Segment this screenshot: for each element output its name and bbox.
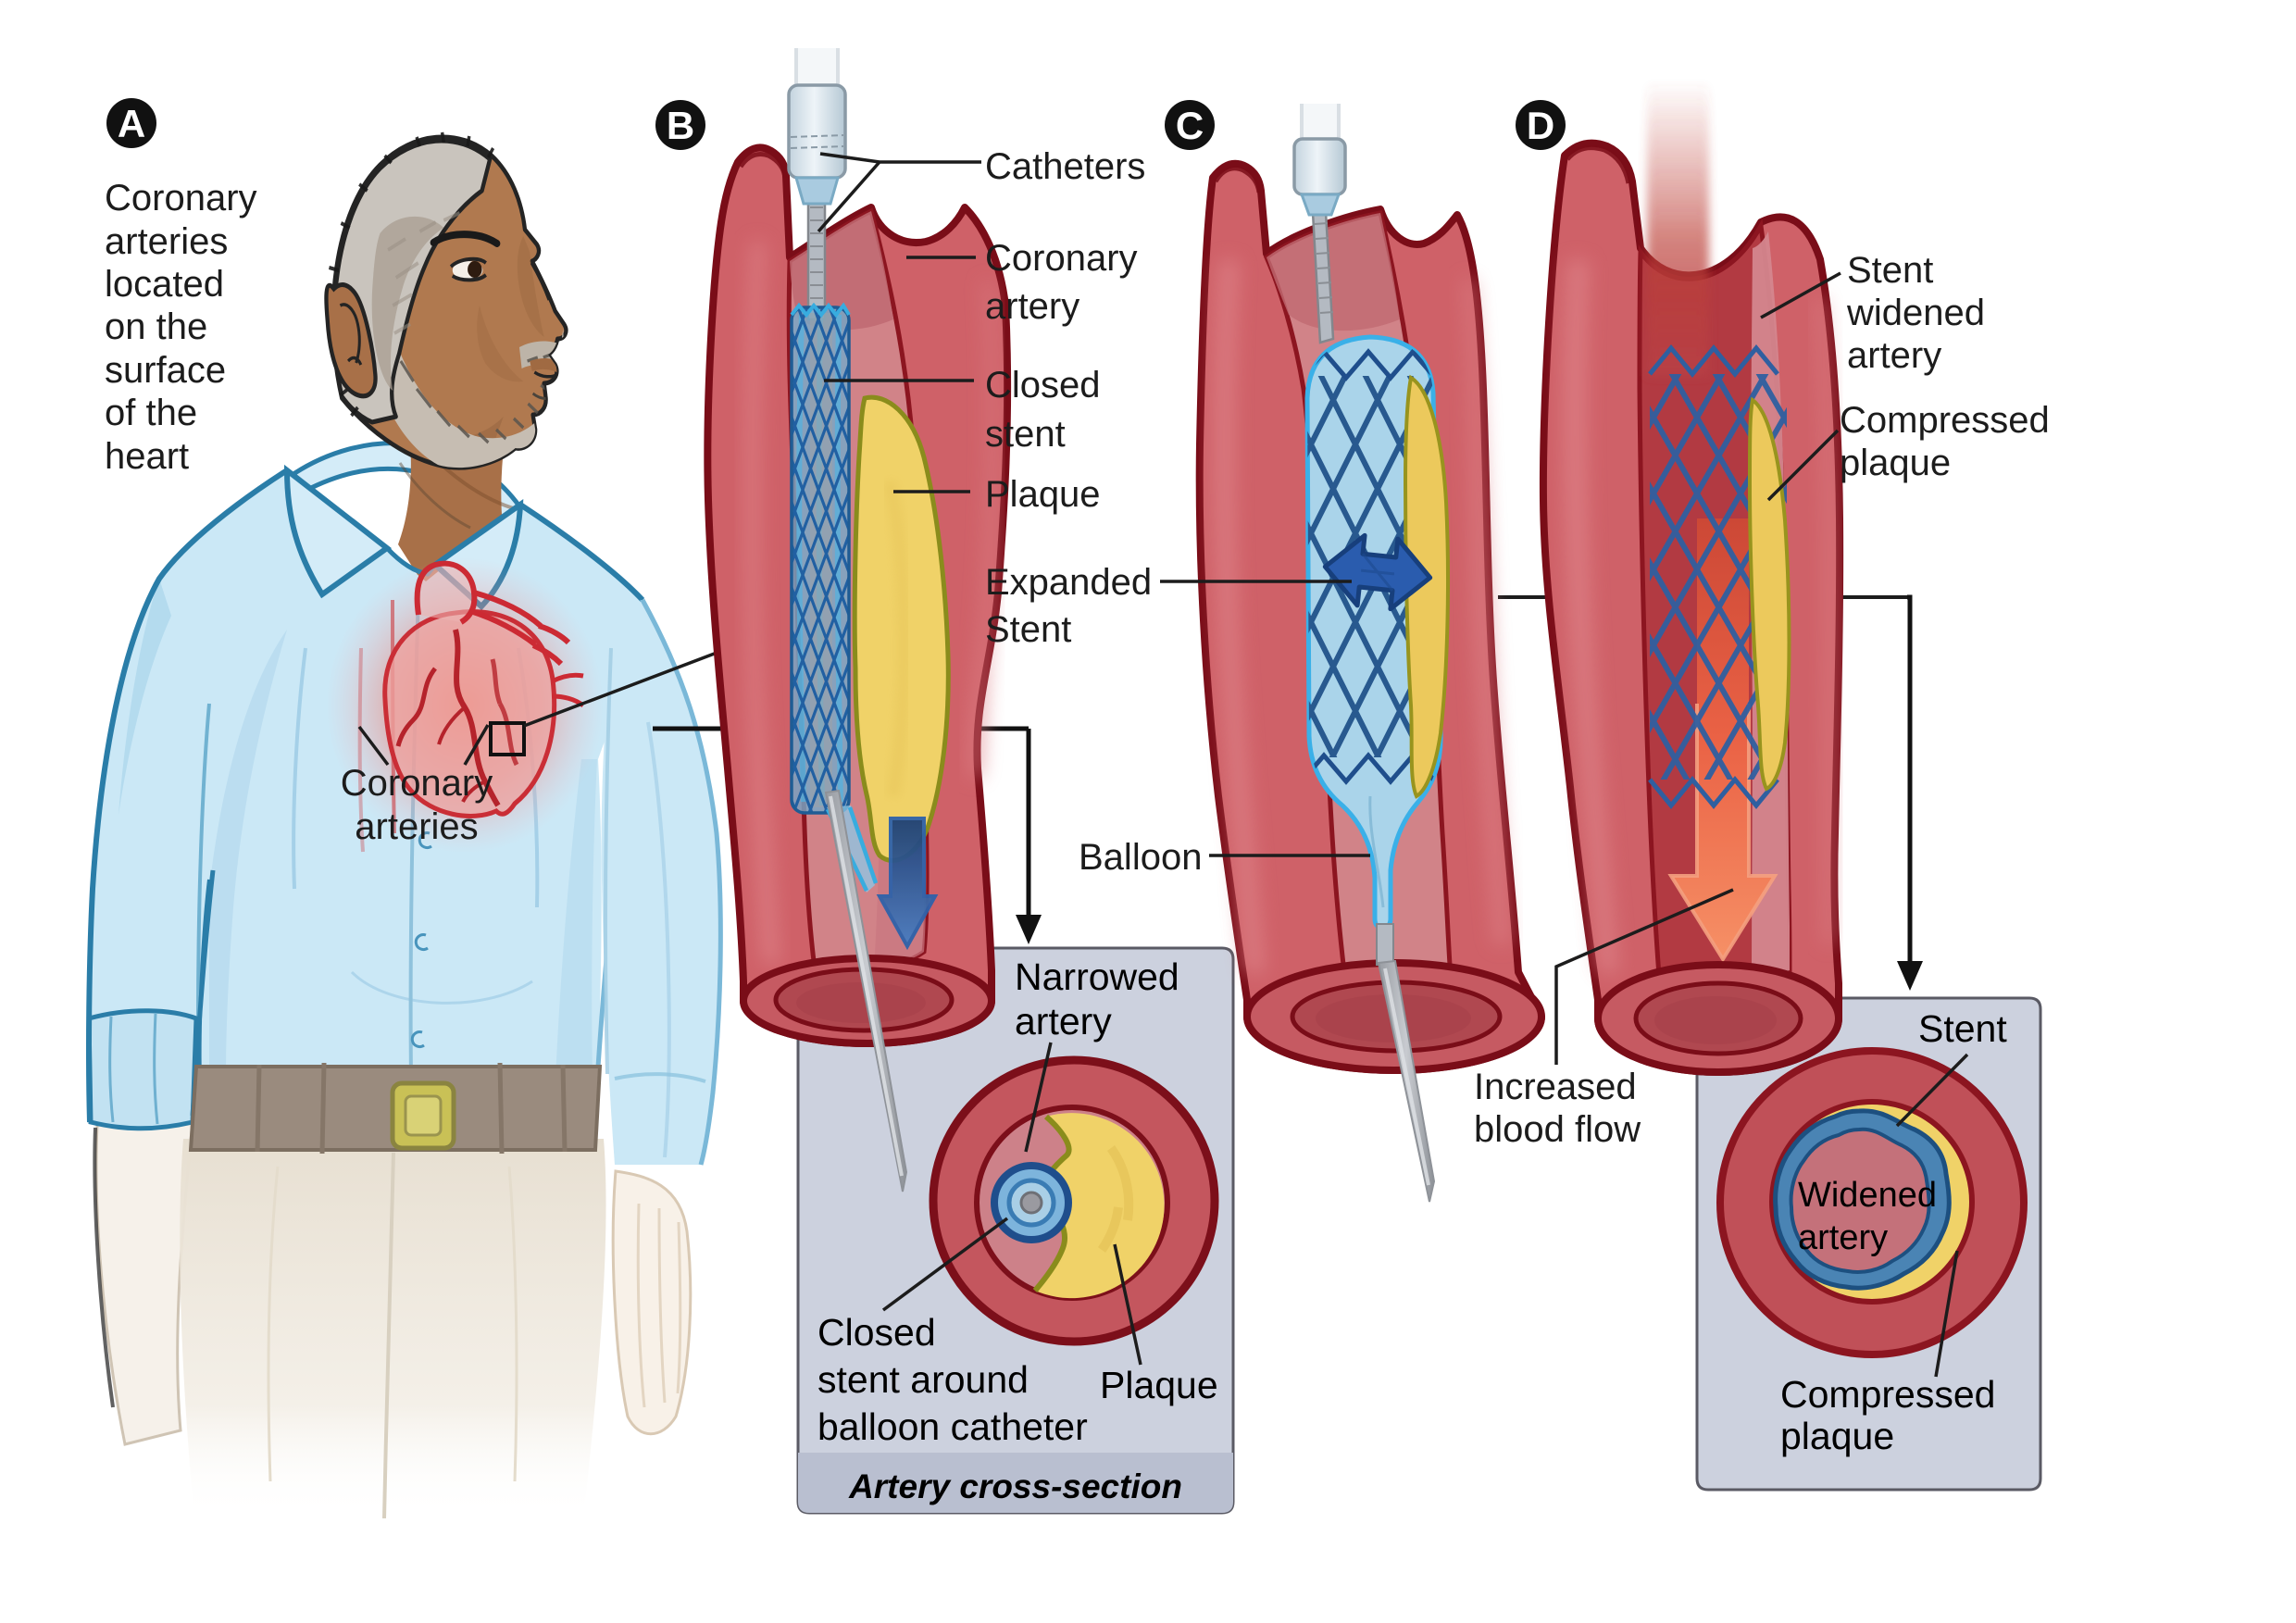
svg-text:artery: artery	[985, 286, 1079, 327]
svg-text:Expanded: Expanded	[985, 562, 1152, 603]
svg-text:Compressed: Compressed	[1840, 400, 2050, 441]
svg-text:arteries: arteries	[105, 221, 228, 262]
svg-text:located: located	[105, 264, 224, 305]
svg-text:heart: heart	[105, 436, 189, 477]
svg-text:A: A	[118, 102, 145, 145]
svg-text:Coronary: Coronary	[105, 178, 257, 218]
svg-text:Coronary: Coronary	[985, 238, 1138, 279]
svg-text:on the: on the	[105, 306, 207, 347]
svg-text:surface: surface	[105, 350, 226, 391]
svg-text:Plaque: Plaque	[1100, 1364, 1218, 1406]
svg-text:Narrowed: Narrowed	[1015, 955, 1179, 998]
svg-text:balloon catheter: balloon catheter	[817, 1405, 1088, 1448]
svg-text:of the: of the	[105, 393, 197, 433]
svg-text:artery: artery	[1798, 1218, 1888, 1257]
svg-text:Catheters: Catheters	[985, 146, 1145, 187]
svg-text:Compressed: Compressed	[1780, 1373, 1995, 1416]
svg-text:widened: widened	[1846, 293, 1985, 333]
svg-text:Closed: Closed	[985, 365, 1101, 406]
svg-text:Coronary: Coronary	[341, 763, 493, 804]
svg-text:Widened: Widened	[1798, 1176, 1937, 1215]
svg-text:arteries: arteries	[355, 806, 478, 847]
svg-text:Balloon: Balloon	[1079, 837, 1202, 878]
svg-text:blood flow: blood flow	[1474, 1109, 1641, 1150]
svg-text:Stent: Stent	[1918, 1007, 2007, 1050]
svg-text:plaque: plaque	[1780, 1415, 1894, 1457]
svg-text:Increased: Increased	[1474, 1067, 1637, 1107]
svg-text:C: C	[1176, 104, 1204, 147]
svg-text:artery: artery	[1015, 1000, 1112, 1042]
svg-text:artery: artery	[1847, 335, 1941, 376]
svg-text:D: D	[1527, 104, 1554, 147]
svg-text:Artery cross-section: Artery cross-section	[848, 1467, 1182, 1505]
svg-text:Stent: Stent	[1847, 250, 1933, 291]
svg-text:Stent: Stent	[985, 609, 1071, 650]
svg-text:stent: stent	[985, 414, 1066, 455]
svg-text:Plaque: Plaque	[985, 474, 1101, 515]
svg-text:stent around: stent around	[817, 1358, 1029, 1401]
svg-text:B: B	[667, 104, 694, 147]
svg-text:Closed: Closed	[817, 1311, 936, 1354]
svg-text:plaque: plaque	[1840, 443, 1951, 483]
